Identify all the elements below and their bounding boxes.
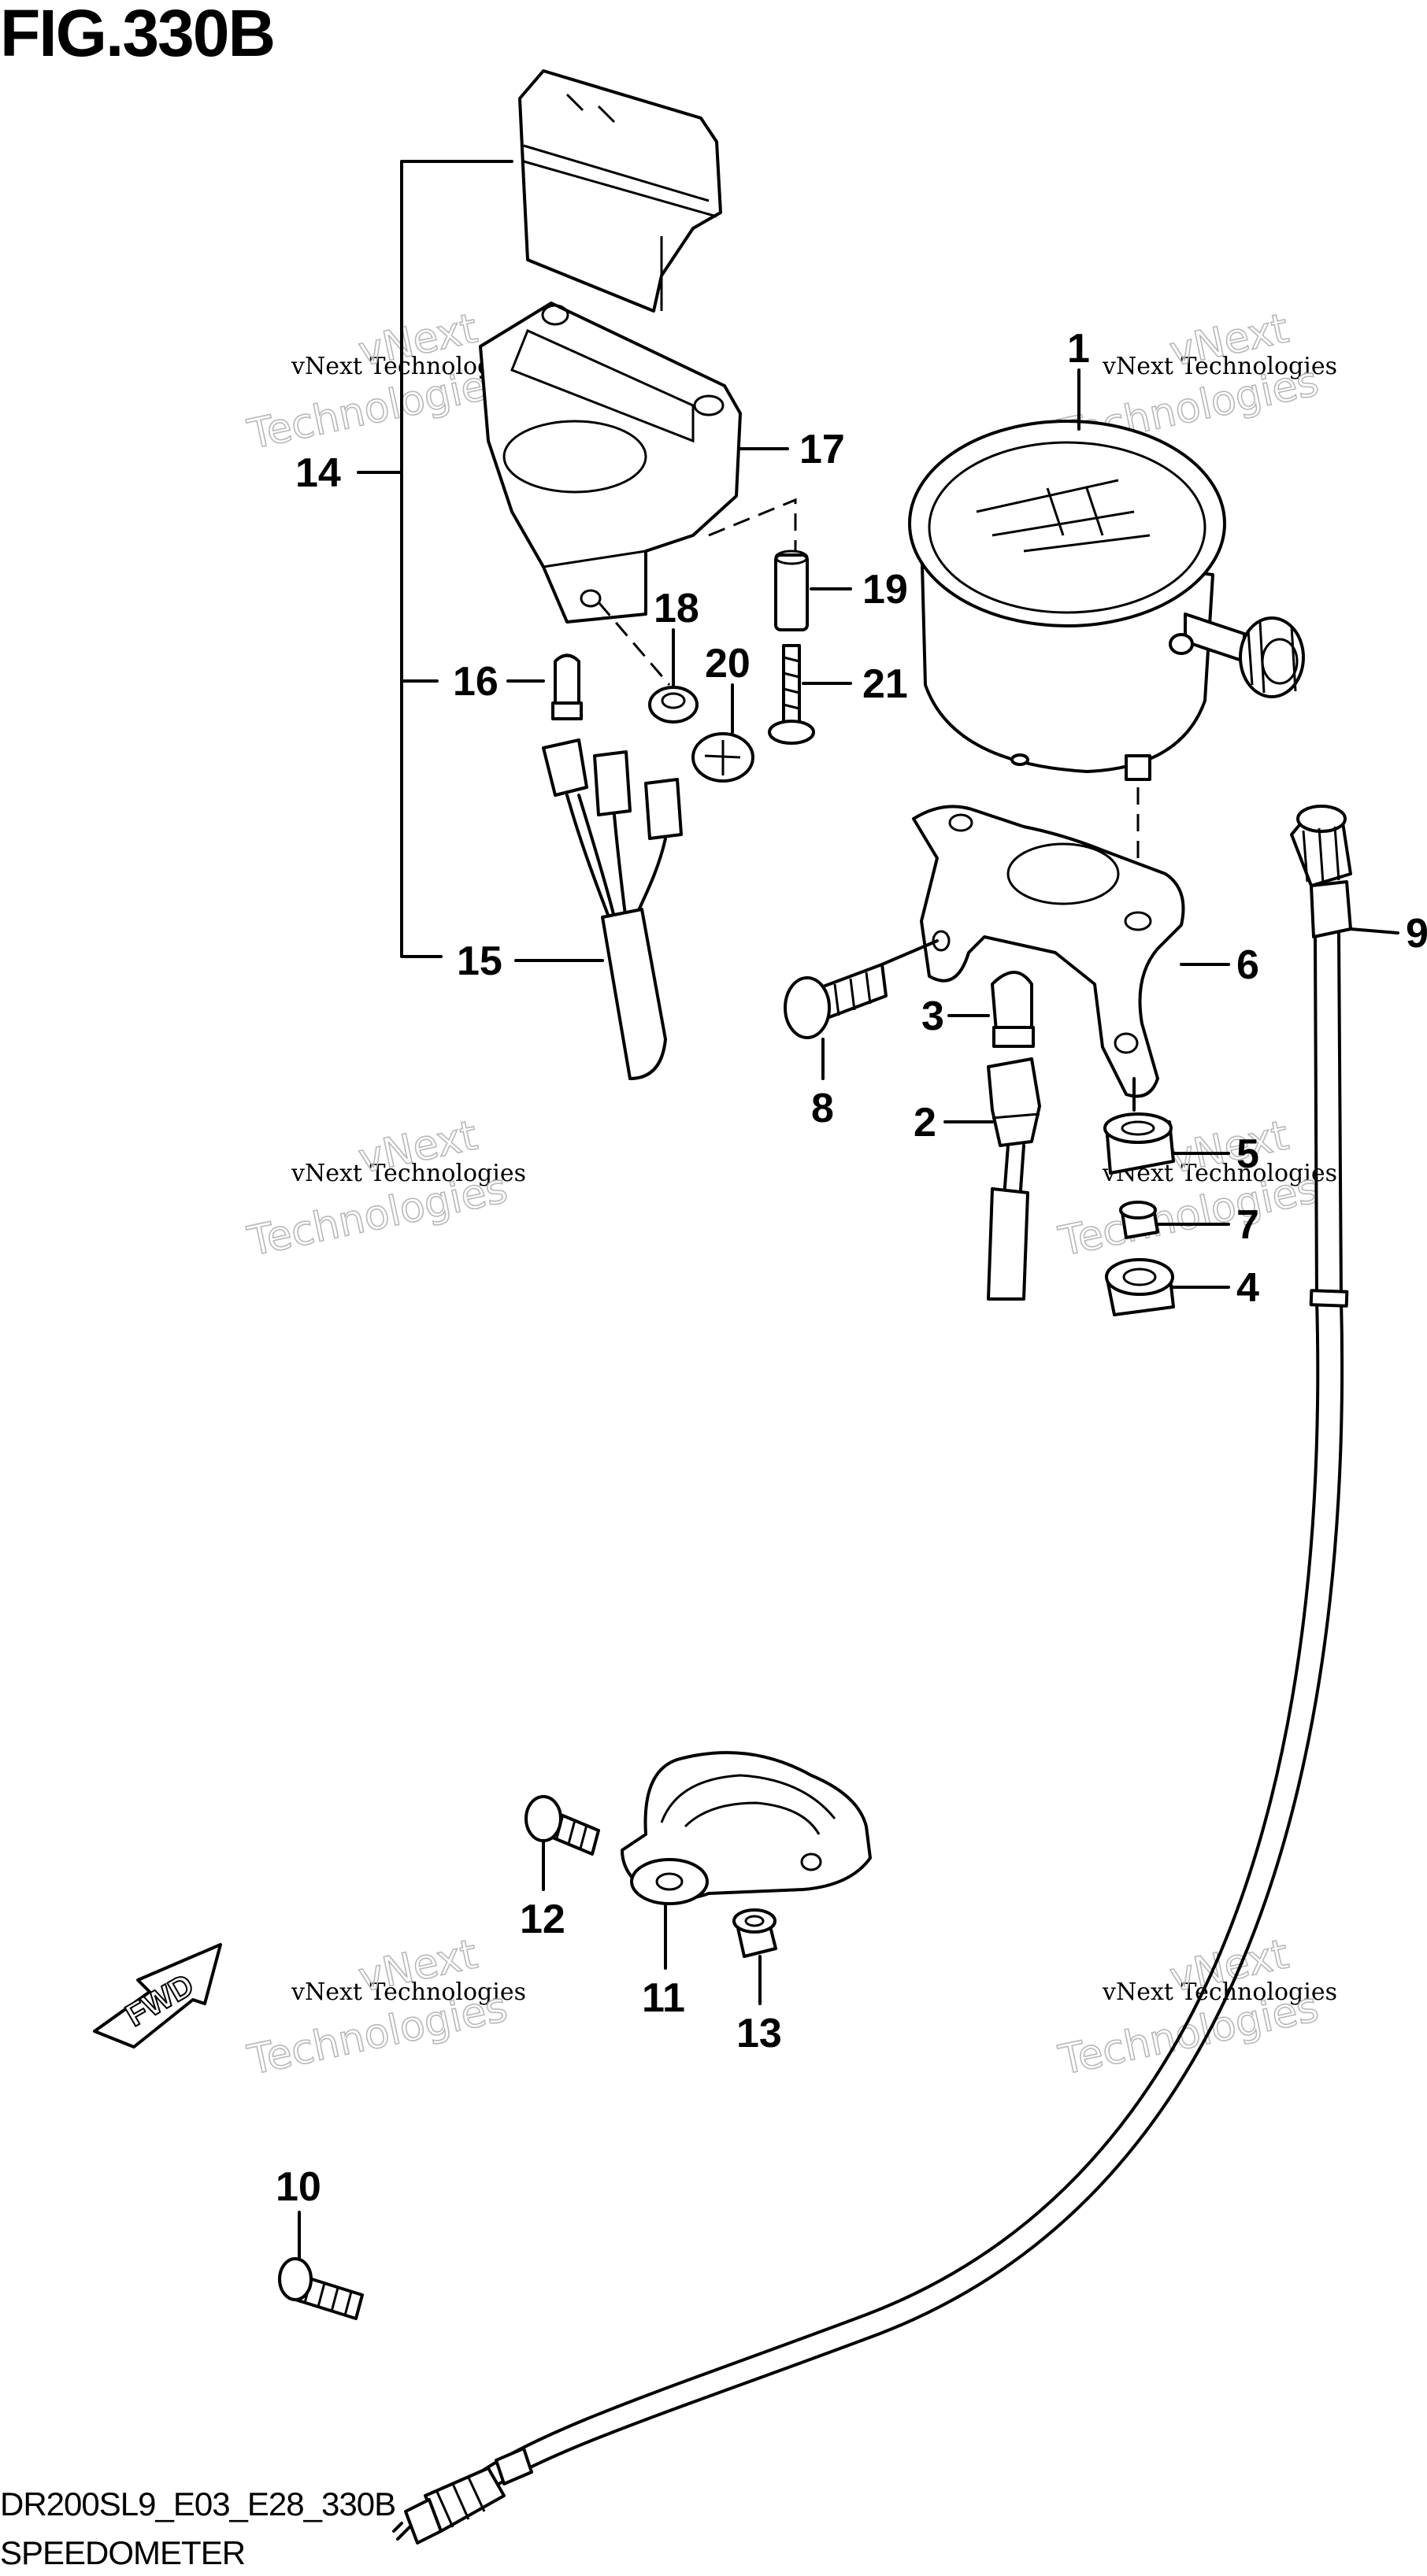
spacer-19 [774,550,809,631]
callout-17: 17 [799,427,845,472]
watermark-text: vNext Technologies [291,1978,526,2006]
nut-4 [1105,1258,1175,1316]
watermark-text: vNext Technologies [1102,353,1337,380]
callout-19: 19 [862,567,908,613]
callout-16: 16 [453,659,499,705]
indicator-case [479,302,742,624]
figure-title: FIG.330B [0,0,276,70]
bulb-16 [551,653,583,720]
dash-18 [597,601,671,686]
callout-6: 6 [1236,942,1259,988]
watermark-text: vNext Technologies [291,1160,526,1187]
screw-20 [691,732,754,783]
bolt-10 [278,2257,364,2320]
callout-8: 8 [811,1086,834,1131]
clamp-11 [621,1751,872,1905]
speedometer-1 [908,420,1305,781]
bracket-14 [400,160,513,958]
watermark-text: vNext Technologies [1102,1978,1337,2006]
leader-8-bracket [880,939,939,966]
screw-21 [768,644,815,745]
callout-7: 7 [1236,1202,1259,1248]
callout-2: 2 [914,1100,936,1146]
bolt-8 [784,963,888,1039]
bracket-6 [912,805,1185,1098]
collar-7 [1119,1201,1159,1239]
callout-11: 11 [642,1975,685,2021]
callout-1: 1 [1067,326,1090,372]
grommet-18 [648,686,699,724]
callout-20: 20 [705,641,751,687]
callout-10: 10 [276,2164,321,2210]
watermark-group-3: vNext Technologies vNext Technologies [243,1112,526,1267]
figure-code: DR200SL9_E03_E28_330B [0,2485,396,2522]
watermark-group-4: vNext Technologies vNext Technologies [1054,1112,1337,1267]
harness-15 [542,738,683,1080]
dash-17 [708,498,797,551]
bolt-12 [524,1795,600,1856]
fwd-arrow-icon: FWD [93,1943,222,2049]
figure-name: SPEEDOMETER [0,2534,246,2571]
callout-12: 12 [520,1897,565,1942]
callout-18: 18 [654,586,699,631]
callout-14: 14 [295,450,341,496]
socket-2 [987,1057,1041,1301]
callout-4: 4 [1236,1265,1259,1311]
grommet-5 [1103,1112,1175,1175]
callout-9: 9 [1406,911,1427,957]
callout-13: 13 [736,2011,782,2056]
leader-9 [1349,927,1399,935]
bulb-3 [991,971,1035,1048]
nut-13 [732,1908,777,1958]
indicator-cap [518,69,722,313]
speedometer-cable-9 [392,805,1352,2545]
callout-21: 21 [862,661,908,707]
callout-15: 15 [457,938,502,984]
callout-3: 3 [921,994,944,1039]
watermark-group-5: vNext Technologies vNext Technologies [243,1930,526,2086]
callout-5: 5 [1236,1131,1259,1177]
